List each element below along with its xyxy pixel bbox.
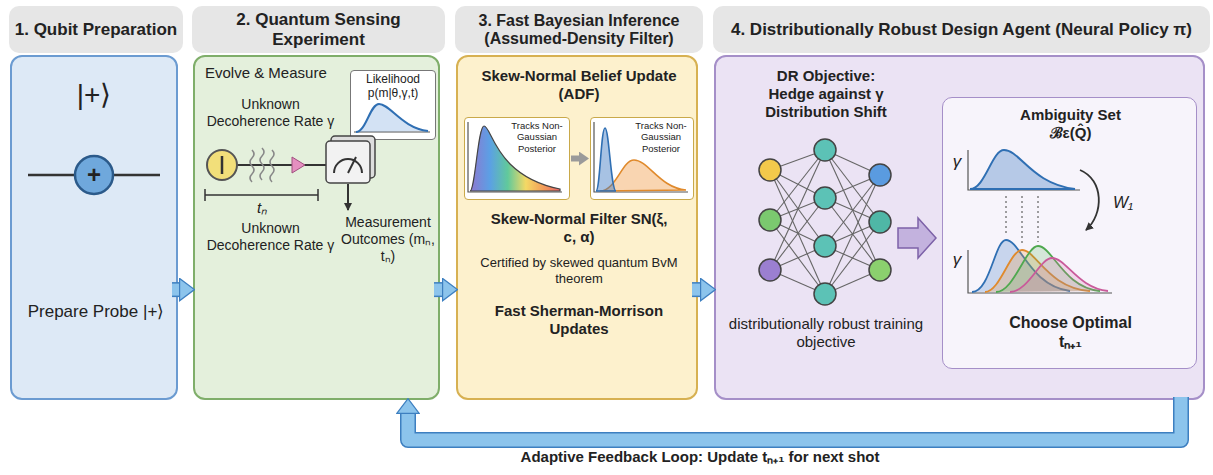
prior-posterior-plot	[468, 122, 562, 192]
plus-symbol: +	[84, 160, 104, 190]
parameter-label: Unknown Decoherence Rate γ	[203, 220, 338, 254]
flow-arrow	[172, 289, 179, 290]
qubit-emitter	[207, 150, 237, 180]
edge-label: Adaptive Feedback Loop: Update tₙ₊₁ for …	[521, 448, 880, 466]
flow-arrow-outline	[434, 282, 442, 297]
outcome-arrow	[347, 184, 349, 210]
detector-meter	[326, 141, 370, 183]
shift-arrow	[1080, 170, 1099, 230]
likelihood-curve	[356, 104, 428, 132]
step-caption: Prepare Probe |+⟩	[22, 302, 170, 322]
flow-arrow-outline	[692, 282, 700, 297]
prior-posterior-plot	[470, 126, 560, 191]
flow-arrow-outline	[172, 282, 179, 297]
plot-note: Tracks Non-Gaussian Posterior	[506, 120, 568, 154]
note-text: Certified by skewed quantum BvM theorem	[466, 255, 692, 286]
time-bracket	[205, 194, 318, 196]
stage-panel: 4. Distributionally Robust Design Agent …	[714, 55, 1205, 400]
neural-network	[759, 159, 781, 181]
updated-posterior-plot	[594, 122, 688, 192]
feedback-arrow-outline	[408, 397, 1181, 440]
neural-network	[759, 259, 781, 281]
flow-arrow	[434, 289, 442, 290]
shifted-distributions	[968, 240, 1112, 293]
shift-guides	[1021, 196, 1022, 246]
objective-text: DR Objective: Hedge against γ Distributi…	[756, 67, 896, 121]
time-bracket	[317, 189, 319, 201]
feedback-arrow	[408, 397, 1181, 440]
detector-meter	[348, 157, 356, 173]
feedback-arrow	[408, 397, 1181, 440]
action-text: Choose Optimal tₙ₊₁	[998, 313, 1143, 351]
set-title: Ambiguity Set ℬε(Q̂)	[998, 106, 1143, 142]
neural-network	[770, 220, 825, 294]
parameter-label: Unknown Decoherence Rate γ	[203, 96, 338, 130]
likelihood-curve	[354, 104, 430, 132]
update-arrow	[571, 156, 579, 162]
updated-posterior-plot	[594, 122, 688, 192]
state-label: |+⟩	[54, 78, 134, 112]
stage-panel: 3. Fast Bayesian Inference (Assumed-Dens…	[456, 55, 698, 400]
policy-arrow	[898, 218, 936, 258]
nominal-distribution	[968, 150, 1080, 190]
updated-posterior-plot	[596, 128, 616, 191]
axis-label: γ	[948, 250, 966, 270]
shift-arrow	[1080, 170, 1099, 230]
decoherence-noise	[250, 148, 274, 182]
shifted-distributions	[1010, 258, 1108, 292]
qubit-emitter	[221, 156, 224, 174]
plot-note: Tracks Non-Gaussian Posterior	[630, 120, 692, 154]
ambiguity-set-box: Ambiguity Set ℬε(Q̂) Choose Optimal tₙ₊₁	[942, 97, 1197, 369]
qubit-emitter	[207, 150, 326, 180]
shift-guides	[1006, 196, 1038, 246]
section-title: Evolve & Measure	[205, 64, 365, 82]
neural-network	[825, 222, 880, 294]
stage-heading: 4. Distributionally Robust Design Agent …	[731, 20, 1192, 39]
probe-qubit	[75, 156, 113, 194]
neural-network	[869, 259, 891, 281]
stage-heading: 3. Fast Bayesian Inference (Assumed-Dens…	[458, 12, 700, 48]
policy-arrow	[898, 218, 936, 258]
neural-network	[814, 139, 836, 161]
decoherence-noise	[250, 150, 254, 182]
decoherence-noise	[260, 148, 264, 180]
decoherence-noise	[270, 150, 274, 182]
probe-qubit	[28, 156, 160, 194]
flow-arrow	[434, 284, 442, 296]
method-text: Fast Sherman-Morrison Updates	[473, 302, 685, 338]
distance-label: W₁	[1106, 193, 1140, 212]
neural-network	[814, 283, 836, 305]
neural-network	[759, 139, 891, 305]
network-caption: distributionally robust training objecti…	[726, 315, 926, 351]
stage-heading: 1. Qubit Preparation	[15, 20, 177, 39]
neural-network	[814, 187, 836, 209]
flow-arrow	[172, 284, 179, 296]
plot-title: Likelihood p(m|θ,γ,t)	[353, 72, 433, 101]
shift-guides	[1005, 196, 1006, 236]
flow-arrow	[692, 289, 700, 290]
time-label: tₙ	[247, 199, 277, 217]
pulse-marker	[292, 157, 305, 173]
neural-network	[814, 235, 836, 257]
filter-name: Skew-Normal Filter SN(ξ, c, α)	[488, 210, 670, 246]
neural-network	[869, 211, 891, 233]
nominal-distribution	[968, 150, 1080, 190]
detector-meter	[326, 136, 375, 183]
prior-posterior-plot	[468, 122, 562, 192]
stage-heading: 2. Quantum Sensing Experiment	[195, 10, 442, 48]
flow-arrow	[692, 284, 700, 296]
time-bracket	[204, 189, 206, 201]
neural-network	[869, 164, 891, 186]
axis-label: γ	[948, 152, 966, 172]
pulse-marker	[292, 157, 305, 173]
neural-network	[770, 198, 825, 270]
shift-guides	[1037, 196, 1038, 242]
update-arrow	[571, 158, 579, 159]
outcome-arrow	[348, 184, 349, 210]
outcome-label: Measurement Outcomes (mₙ, tₙ)	[338, 214, 438, 264]
section-title: Skew-Normal Belief Update (ADF)	[466, 67, 692, 103]
nominal-distribution	[970, 150, 1075, 189]
neural-network	[759, 209, 781, 231]
